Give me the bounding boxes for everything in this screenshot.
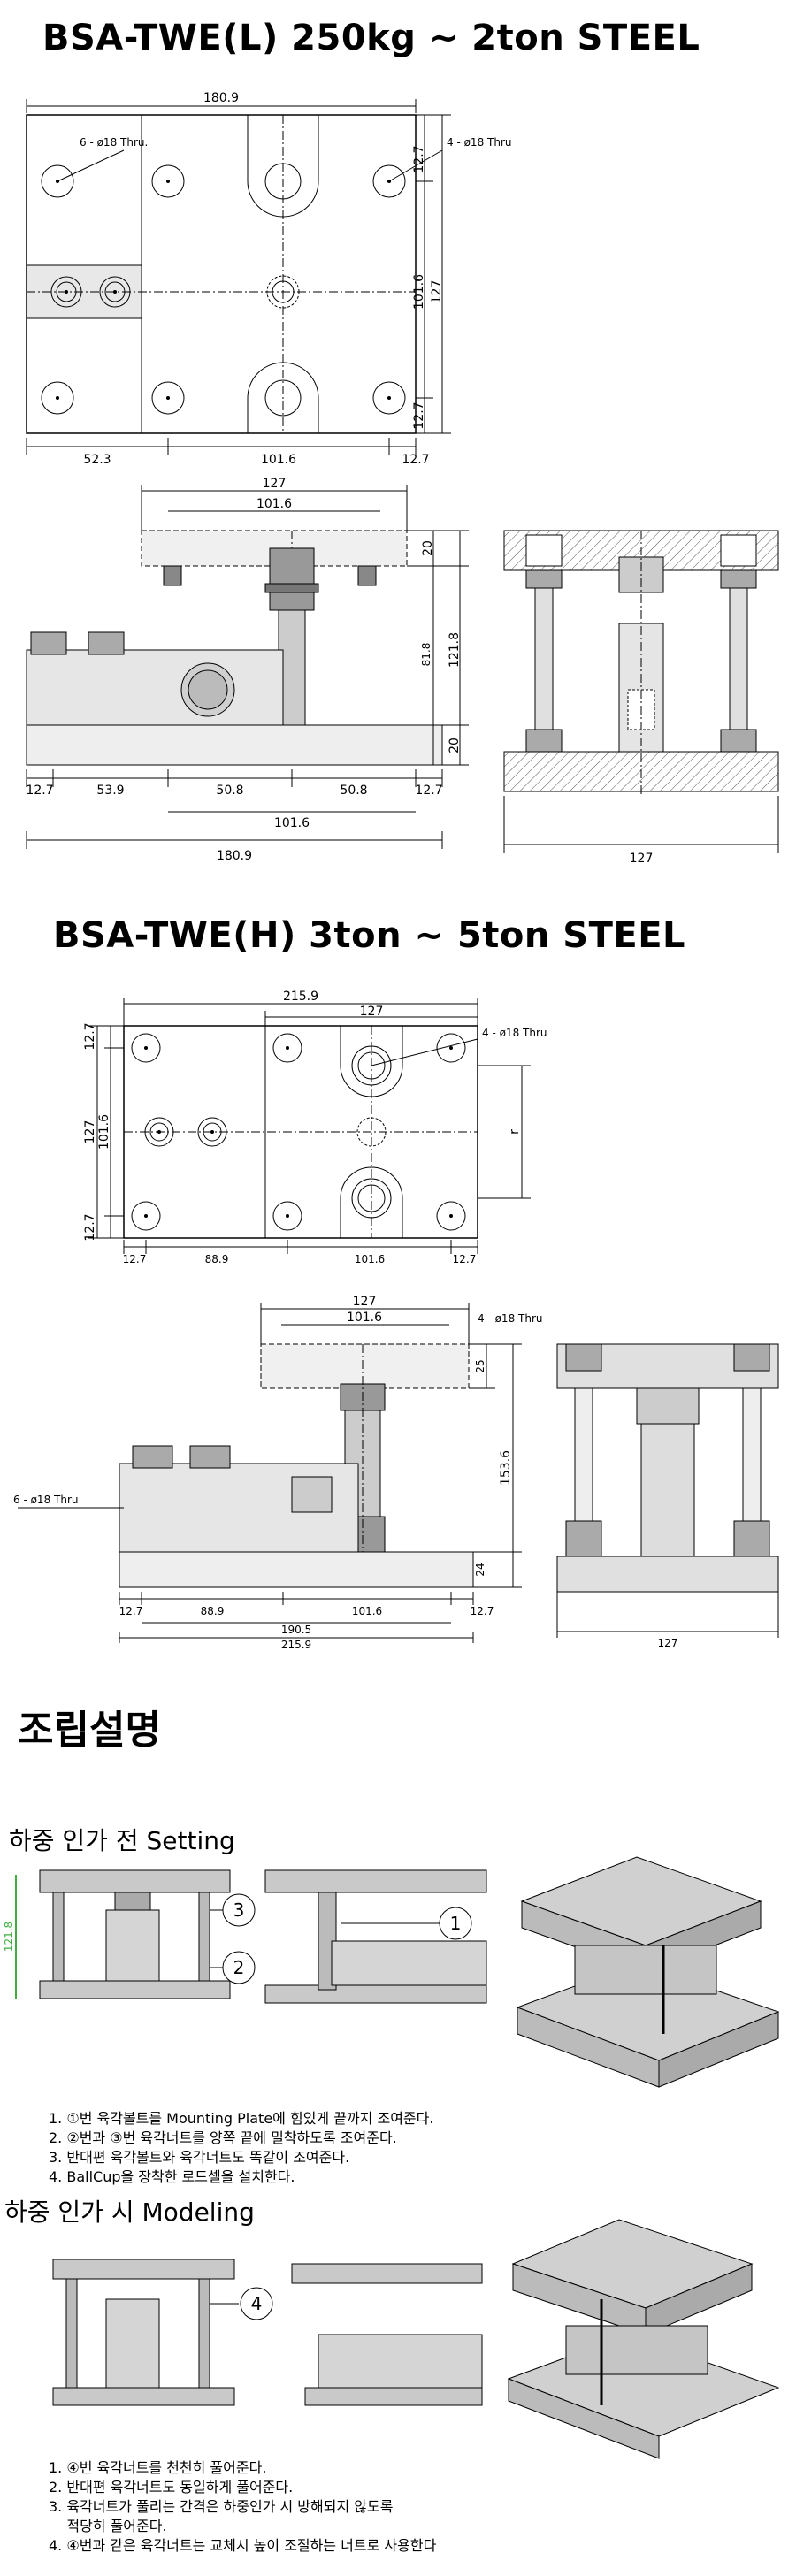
drawing-h-front-dims: 12.7 88.9 101.6 12.7 190.5 215.9 — [119, 1605, 494, 1651]
modeling-diagrams: 4 — [52, 2219, 780, 2459]
setting-step: 4. BallCup을 장착한 로드셀을 설치한다. — [49, 2168, 295, 2185]
dim-bottom-2: 53.9 — [96, 784, 124, 798]
dim-side-width: 127 — [630, 852, 654, 866]
modeling-step: 1. ④번 육각너트를 천천히 풀어준다. — [49, 2459, 267, 2476]
dim-h-bottom-2: 88.9 — [205, 1253, 229, 1265]
dim-bottom-5: 12.7 — [415, 784, 442, 798]
modeling-step: 2. 반대편 육각너트도 동일하게 풀어준다. — [49, 2479, 294, 2496]
dim-side-middle: 101.6 — [412, 274, 426, 310]
setting-callout-3: 3 — [233, 1900, 245, 1921]
dim-h-front-bottom-2: 88.9 — [201, 1605, 225, 1617]
dim-bottom-4: 50.8 — [340, 784, 367, 798]
dim-h-left-top: 12.7 — [83, 1022, 97, 1050]
modeling-steps: 1. ④번 육각너트를 천천히 풀어준다. 2. 반대편 육각너트도 동일하게 … — [49, 2458, 436, 2556]
dim-h-left-bottom: 12.7 — [83, 1213, 97, 1241]
dim-h-bottom-3: 101.6 — [355, 1253, 385, 1265]
hole-note-h-left: 6 - ø18 Thru — [13, 1494, 79, 1506]
dim-h-right-width: 127 — [360, 1005, 384, 1019]
setting-callout-2: 2 — [233, 1957, 245, 1978]
dim-h-front-bottom-overall: 215.9 — [281, 1639, 311, 1651]
dim-h-overall-width: 215.9 — [283, 990, 318, 1004]
hole-note-left: 6 - ø18 Thru. — [80, 136, 148, 149]
modeling-callout-4: 4 — [251, 2293, 263, 2314]
dim-bottom-center: 101.6 — [261, 453, 296, 467]
modeling-heading: 하중 인가 시 Modeling — [4, 2198, 255, 2227]
dim-height-overall: 121.8 — [448, 632, 462, 668]
dim-top-width: 127 — [263, 477, 287, 491]
dim-h-front-bottom-3: 101.6 — [352, 1605, 382, 1617]
dim-h-left-middle: 101.6 — [97, 1114, 111, 1150]
dim-top-inner: 101.6 — [256, 497, 292, 511]
assembly-title: 조립설명 — [18, 1708, 161, 1753]
modeling-step: 3. 육각너트가 풀리는 간격은 하중인가 시 방해되지 않도록 — [49, 2498, 394, 2515]
dim-h-left-overall: 127 — [83, 1120, 97, 1144]
drawing-l-front-view: 127 101.6 20 121.8 81.8 20 12.7 53.9 50.… — [26, 477, 469, 863]
dim-side-bottom: 12.7 — [412, 401, 426, 429]
dim-h-front-bottom-right: 12.7 — [471, 1605, 494, 1617]
setting-steps: 1. ①번 육각볼트를 Mounting Plate에 힘있게 끝까지 조여준다… — [49, 2109, 433, 2187]
dim-bottom-inner: 101.6 — [274, 816, 310, 830]
drawing-h-side-view: 127 — [556, 1343, 779, 1649]
drawing-h-front-view: 127 101.6 4 - ø18 Thru 25 153.6 24 6 - ø… — [13, 1295, 543, 1605]
hole-note-h: 4 - ø18 Thru — [482, 1027, 547, 1039]
dim-side-overall: 127 — [430, 280, 444, 304]
dim-h-front-bottom-1: 12.7 — [119, 1605, 143, 1617]
dim-plate-bottom: 20 — [448, 738, 462, 753]
dim-bottom-3: 50.8 — [216, 784, 243, 798]
dim-h-right: r — [508, 1129, 522, 1135]
dim-h-bottom-4: 12.7 — [453, 1253, 477, 1265]
dim-overall-width: 180.9 — [203, 91, 239, 105]
dim-h-bottom-1: 12.7 — [123, 1253, 147, 1265]
drawing-h-top-view: 215.9 127 4 - ø18 Thru 12.7 127 101.6 12… — [83, 990, 547, 1265]
dim-side-top: 12.7 — [412, 145, 426, 172]
dim-bottom-right: 12.7 — [402, 453, 429, 467]
setting-callout-1: 1 — [450, 1913, 462, 1934]
dim-bottom-overall: 180.9 — [217, 849, 252, 863]
model-title-light: BSA-TWE(L) 250kg ~ 2ton STEEL — [42, 18, 700, 58]
setting-step: 3. 반대편 육각볼트와 육각너트도 똑같이 조여준다. — [49, 2149, 350, 2166]
hole-note-right: 4 - ø18 Thru — [447, 136, 512, 149]
hole-note-h-front: 4 - ø18 Thru — [478, 1312, 543, 1325]
dim-h-front-bottom-inner: 190.5 — [281, 1624, 311, 1636]
dim-h-front-inner: 101.6 — [347, 1311, 382, 1325]
dim-plate-top: 20 — [421, 540, 435, 556]
model-title-heavy: BSA-TWE(H) 3ton ~ 5ton STEEL — [53, 915, 686, 956]
setting-step: 1. ①번 육각볼트를 Mounting Plate에 힘있게 끝까지 조여준다… — [49, 2110, 434, 2127]
dim-h-plate-bottom: 24 — [474, 1563, 486, 1576]
dim-h-plate-top: 25 — [474, 1359, 486, 1372]
modeling-step: 적당히 풀어준다. — [49, 2518, 167, 2534]
dim-bottom-left: 52.3 — [83, 453, 111, 467]
setting-step: 2. ②번과 ③번 육각너트를 양쪽 끝에 밀착하도록 조여준다. — [49, 2129, 397, 2146]
modeling-step: 4. ④번과 같은 육각너트는 교체시 높이 조절하는 너트로 사용한다 — [49, 2537, 437, 2554]
setting-diagrams: 121.8 3 2 1 — [3, 1856, 780, 2088]
dim-h-front-top: 127 — [353, 1295, 377, 1309]
dim-h-side-width: 127 — [658, 1637, 678, 1649]
drawing-l-side-view: 127 — [503, 530, 779, 866]
setting-heading: 하중 인가 전 Setting — [9, 1826, 235, 1855]
setting-height-label: 121.8 — [3, 1922, 15, 1952]
dim-h-height: 153.6 — [499, 1450, 513, 1486]
dim-height-inner: 81.8 — [420, 643, 432, 667]
dim-bottom-1: 12.7 — [26, 784, 53, 798]
drawing-l-top-view: 180.9 6 - ø18 Thru. 4 - ø18 Thru 12.7 10… — [26, 91, 512, 467]
